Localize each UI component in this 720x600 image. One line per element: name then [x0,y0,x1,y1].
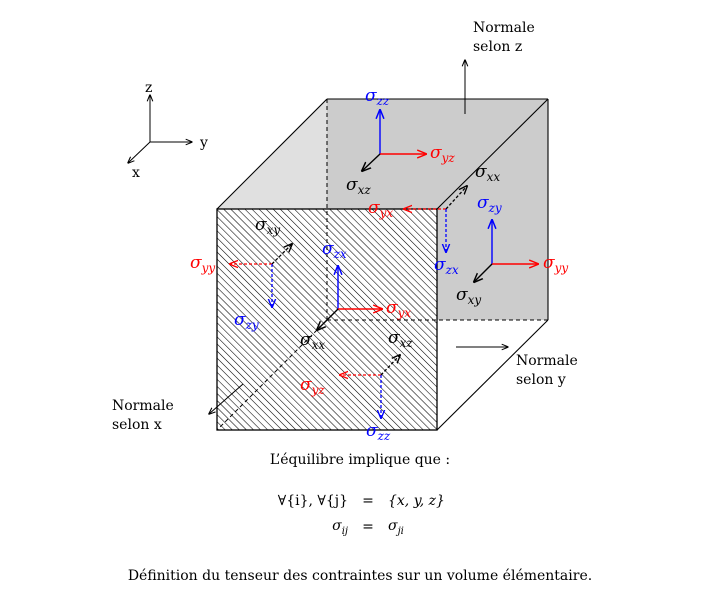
normal-x-line1: Normale [112,398,174,414]
normal-x: Normale selon x [112,383,244,433]
normal-z-line1: Normale [473,20,535,36]
label-right-sigma-zy: σzy [477,193,502,215]
normal-y-line2: selon y [516,372,566,388]
axis-z-label: z [145,80,152,96]
label-front-sigma-zx: σzx [322,239,347,261]
label-hidden-sigma-zx: σzx [434,255,459,277]
stress-bottom-face: σxz σyz σzz [300,328,413,443]
stress-hidden-left: σxy σyy σzy [190,215,292,332]
eq2-op: = [362,519,374,535]
label-bottom-sigma-xz: σxz [388,328,413,350]
normal-z-line2: selon z [473,39,522,55]
normal-x-line2: selon x [112,417,162,433]
label-right-sigma-yy: σyy [543,253,568,275]
label-top-sigma-zz: σzz [365,86,390,108]
eq2-lhs: σij [332,517,348,537]
normal-z: Normale selon z [465,20,535,114]
stress-hidden-right: σxx σyx σzx [368,162,500,277]
eq1-lhs: ∀{i}, ∀{j} [277,493,348,509]
coordinate-axes: z y x [128,80,208,181]
stress-top-face: σzz σyz σxz [346,86,455,197]
label-left-sigma-yy: σyy [190,253,215,275]
label-right-sigma-xy: σxy [456,285,481,307]
eq2-rhs: σji [388,517,404,537]
label-bottom-sigma-yz: σyz [300,375,325,397]
label-hidden-sigma-xx: σxx [475,162,500,184]
equilibrium-heading: L’équilibre implique que : [269,452,451,468]
equation-row-2: σij = σji [230,514,490,540]
stress-right-face: σzy σyy σxy [456,193,568,307]
equation-block: ∀{i}, ∀{j} = {x, y, z} σij = σji [230,488,490,540]
label-bottom-sigma-zz: σzz [366,421,391,443]
label-front-sigma-yx: σyx [386,298,411,320]
normal-y: Normale selon y [456,347,578,388]
label-hidden-sigma-yx: σyx [368,198,393,220]
axis-x-label: x [132,165,140,181]
label-left-sigma-zy: σzy [234,310,259,332]
figure-caption: Définition du tenseur des contraintes su… [127,568,593,584]
label-front-sigma-xx: σxx [300,330,325,352]
label-top-sigma-xz: σxz [346,175,371,197]
eq1-rhs: {x, y, z} [388,493,445,509]
equation-row-1: ∀{i}, ∀{j} = {x, y, z} [230,488,490,514]
label-top-sigma-yz: σyz [430,143,455,165]
label-left-sigma-xy: σxy [255,215,280,237]
eq1-op: = [362,493,374,509]
axis-y-label: y [199,135,208,151]
normal-y-line1: Normale [516,353,578,369]
stress-front-face: σzx σyx σxx [300,239,411,352]
